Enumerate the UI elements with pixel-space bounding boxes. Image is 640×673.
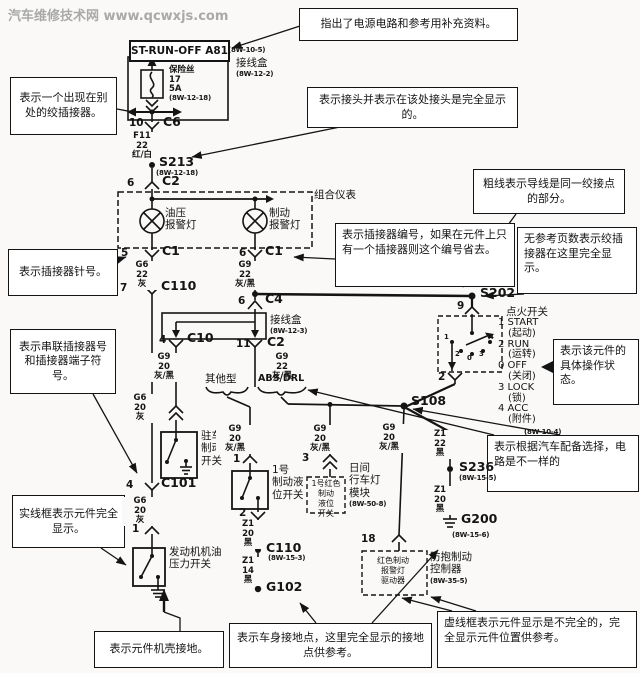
power-feed-box: ST-RUN-OFF A81 [129,40,230,62]
site-watermark: 汽车维修技术网 www.qcwxjs.com [8,9,229,24]
